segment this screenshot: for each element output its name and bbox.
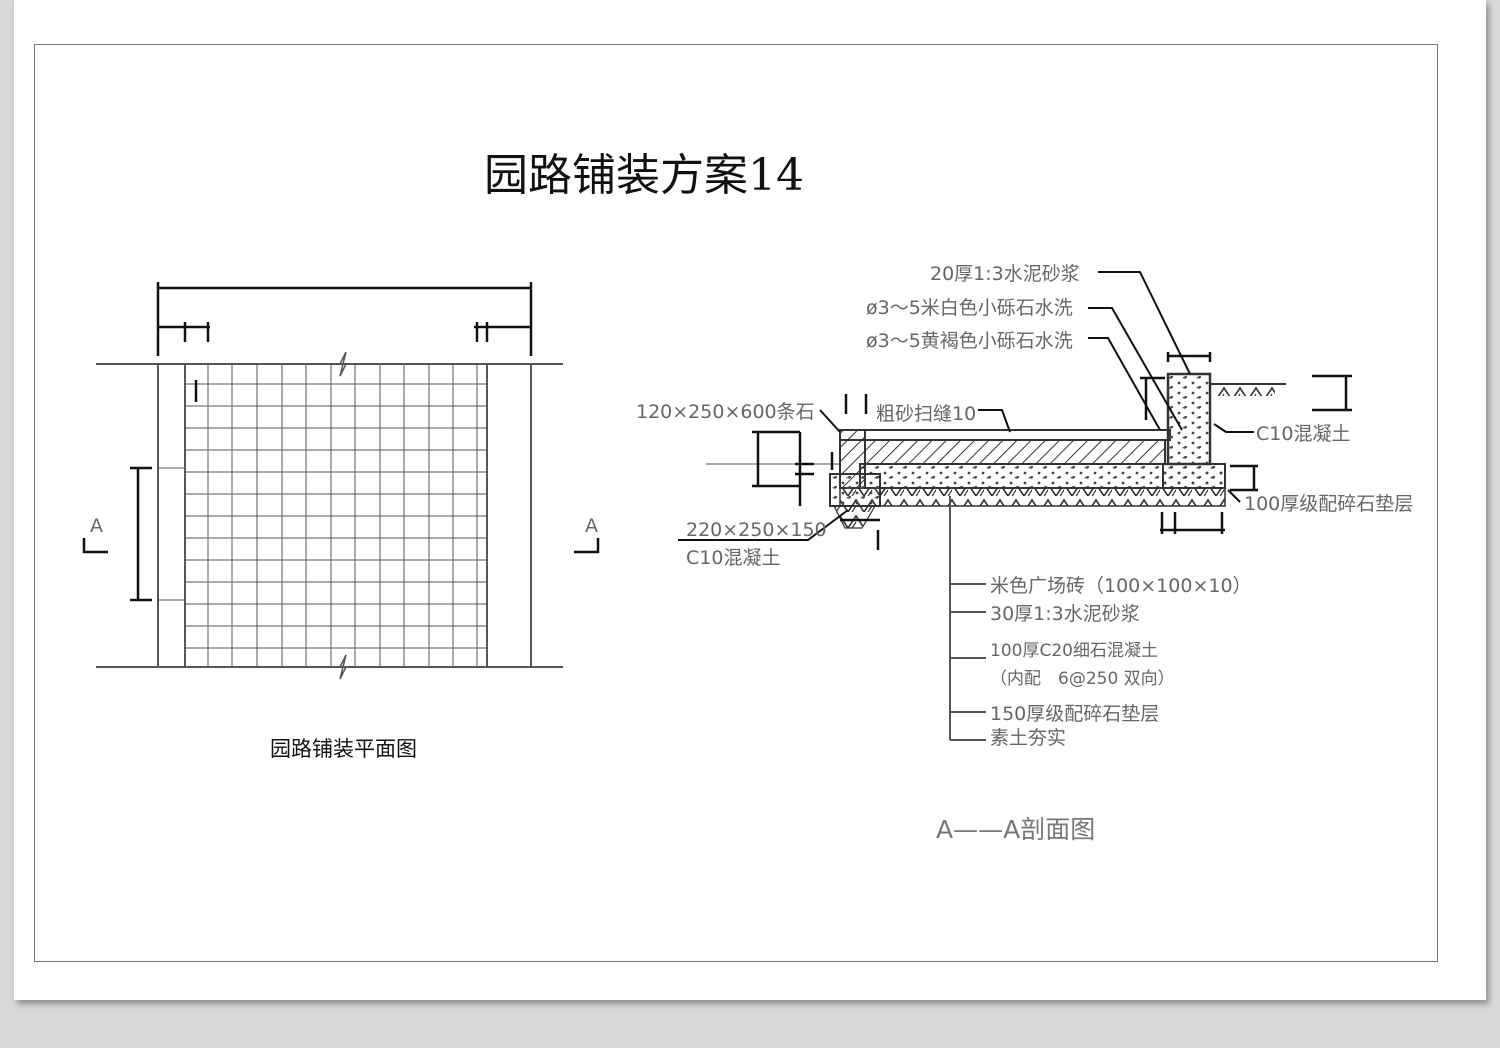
plan-dimensions — [82, 282, 600, 602]
label-c10-left: C10混凝土 — [686, 547, 780, 569]
layer-label-tile: 米色广场砖（100×100×10） — [990, 575, 1252, 597]
leader-lines — [678, 271, 1254, 741]
section-caption: A——A剖面图 — [936, 815, 1095, 844]
label-base-block: 220×250×150 — [686, 519, 827, 541]
label-sand-joint: 粗砂扫缝10 — [876, 403, 976, 425]
label-curb-stone: 120×250×600条石 — [636, 401, 815, 423]
plan-view — [96, 351, 563, 680]
label-brown-gravel: ø3～5黄褐色小砾石水洗 — [866, 330, 1073, 352]
layer-label-soil: 素土夯实 — [990, 727, 1066, 749]
label-mortar-top: 20厚1:3水泥砂浆 — [930, 263, 1080, 285]
layer-label-concrete: 100厚C20细石混凝土 — [990, 641, 1158, 661]
section-view — [706, 372, 1286, 529]
layer-label-gravel-150: 150厚级配碎石垫层 — [990, 703, 1159, 725]
page-title: 园路铺装方案14 — [484, 150, 804, 201]
label-c10-right: C10混凝土 — [1256, 423, 1350, 445]
label-gravel-100: 100厚级配碎石垫层 — [1244, 493, 1413, 515]
drawing-frame — [34, 44, 1438, 962]
drawing-sheet — [14, 0, 1486, 1000]
layer-label-mortar: 30厚1:3水泥砂浆 — [990, 603, 1140, 625]
plan-caption: 园路铺装平面图 — [270, 737, 417, 761]
section-mark-right: A — [585, 515, 598, 537]
layer-label-reinforcement: （内配 6@250 双向） — [990, 669, 1175, 689]
label-white-gravel: ø3～5米白色小砾石水洗 — [866, 297, 1073, 319]
section-mark-left: A — [90, 515, 103, 537]
